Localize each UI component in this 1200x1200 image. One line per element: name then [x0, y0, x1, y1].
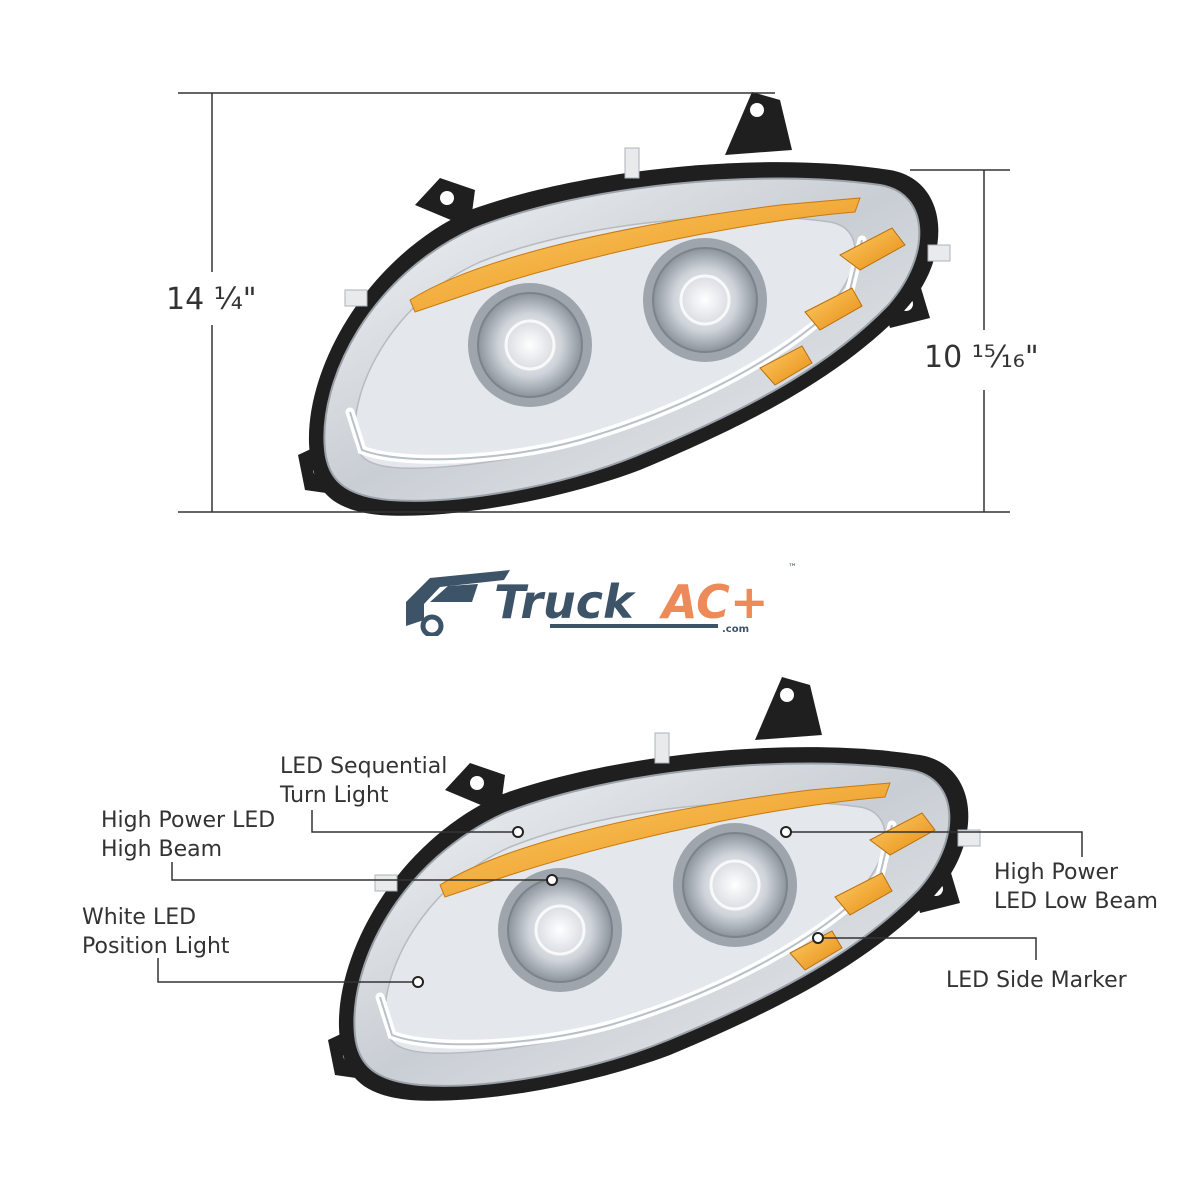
- callout-high-beam: High Power LED High Beam: [101, 806, 275, 864]
- callout-side-marker: LED Side Marker: [946, 966, 1127, 995]
- callout-high-beam-line1: High Power LED: [101, 808, 276, 833]
- callout-low-beam-line1: High Power: [994, 860, 1119, 885]
- brand-name-part2: AC+: [659, 575, 769, 629]
- brand-domain: .com: [722, 624, 749, 635]
- callout-low-beam: High Power LED Low Beam: [994, 858, 1158, 916]
- headlight-feature-view: [328, 677, 980, 1101]
- truck-silhouette-icon: [406, 570, 510, 638]
- callout-turn-light: LED Sequential Turn Light: [280, 752, 447, 810]
- brand-name-part1: Truck: [494, 575, 636, 629]
- brand-trademark: ™: [788, 563, 797, 573]
- callout-high-beam-line2: High Beam: [101, 837, 223, 862]
- callout-dots: [412, 826, 824, 988]
- height-dimension-label: 14 ¼": [166, 282, 257, 317]
- callout-turn-light-line2: Turn Light: [280, 783, 389, 808]
- callout-position-light-line1: White LED: [82, 905, 197, 930]
- headlight-dimension-view: [178, 92, 1010, 516]
- truckac-logo: Truck AC+ ™ .com: [400, 560, 800, 638]
- callout-low-beam-line2: LED Low Beam: [994, 889, 1158, 914]
- callout-position-light-line2: Position Light: [82, 934, 230, 959]
- dimension-lines: [178, 92, 1010, 513]
- callout-position-light: White LED Position Light: [82, 903, 230, 961]
- callout-lines: [157, 810, 1083, 983]
- width-dimension-label: 10 ¹⁵⁄₁₆": [924, 340, 1039, 375]
- callout-turn-light-line1: LED Sequential: [280, 754, 448, 779]
- callout-side-marker-line1: LED Side Marker: [946, 968, 1127, 993]
